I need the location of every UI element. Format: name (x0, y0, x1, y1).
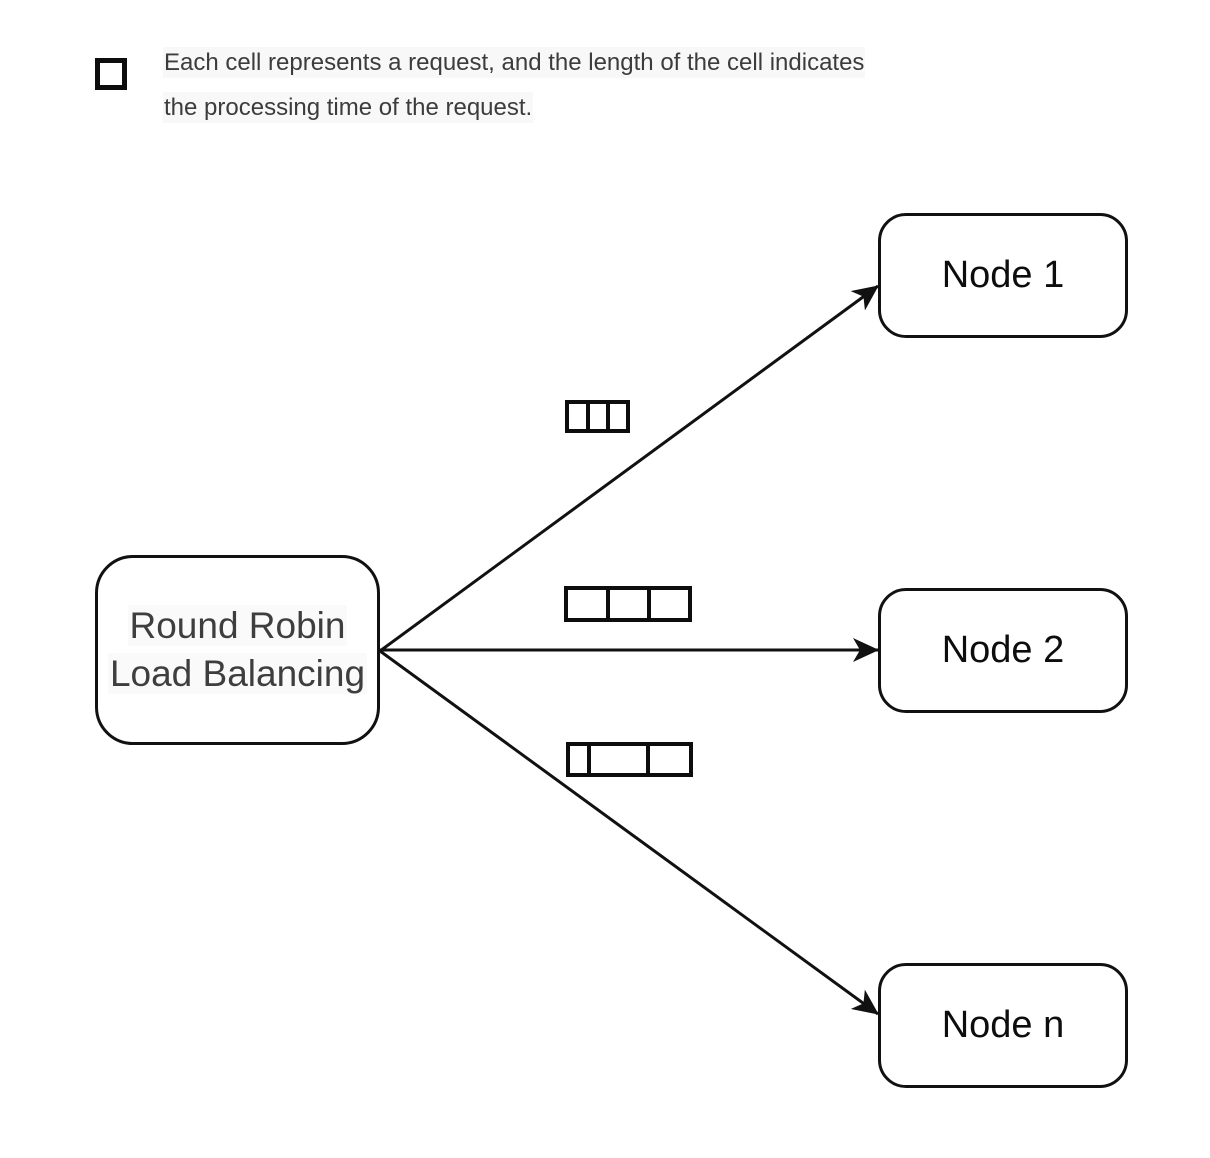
node-1-box: Node 1 (878, 213, 1128, 338)
request-cells-node-2 (564, 586, 692, 622)
legend-line-1: Each cell represents a request, and the … (163, 47, 866, 78)
legend-text: Each cell represents a request, and the … (163, 40, 866, 130)
request-cell (645, 746, 689, 773)
request-cell (568, 590, 606, 618)
node-n-box: Node n (878, 963, 1128, 1088)
request-cells-node-n (566, 742, 693, 777)
node-n-label: Node n (941, 1004, 1065, 1046)
load-balancer-label-line-2: Load Balancing (107, 653, 368, 694)
request-cells-node-1 (565, 400, 630, 433)
cell-square-icon (95, 58, 127, 90)
request-cell (647, 590, 688, 618)
arrow-lb-to-node-n (379, 649, 879, 1016)
node-2-label: Node 2 (941, 629, 1065, 671)
load-balancer-label-line-1: Round Robin (127, 605, 348, 646)
request-cell (570, 746, 587, 773)
request-cell (605, 590, 648, 618)
legend-line-2: the processing time of the request. (163, 92, 534, 123)
node-1-label: Node 1 (941, 254, 1065, 296)
node-2-box: Node 2 (878, 588, 1128, 713)
request-cell (586, 746, 646, 773)
load-balancer-box: Round Robin Load Balancing (95, 555, 380, 745)
request-cell (606, 404, 626, 429)
request-cell (585, 404, 607, 429)
request-cell (569, 404, 586, 429)
